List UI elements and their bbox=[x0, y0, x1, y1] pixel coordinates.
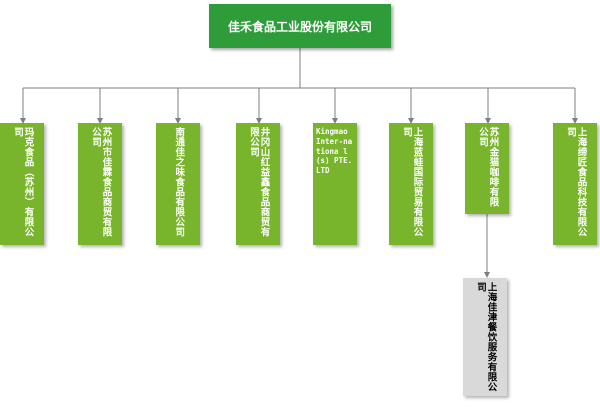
company-label: 井冈山红益鑫食品商贸有限公司 bbox=[248, 127, 270, 237]
company-node-1: 玛克食品（苏州）有限公司 bbox=[0, 123, 44, 245]
company-label: 南通佳之味食品有限公司 bbox=[173, 127, 185, 237]
company-label: 玛克食品（苏州）有限公司 bbox=[12, 127, 34, 237]
subsidiary-label: 上海佳津餐饮服务有限公司 bbox=[475, 282, 497, 392]
company-node-4: 井冈山红益鑫食品商贸有限公司 bbox=[236, 123, 280, 245]
company-node-7: 苏州金猫咖啡有限公司 bbox=[465, 123, 509, 214]
company-node-6: 上海蓝蛙国际贸易有限公司 bbox=[389, 123, 433, 245]
company-node-8: 上海缔匠食品科技有限公司 bbox=[553, 123, 597, 245]
company-node-3: 南通佳之味食品有限公司 bbox=[156, 123, 200, 245]
company-node-5: Kingmao Inter-nationa l(s) PTE.LTD bbox=[313, 123, 357, 245]
root-company-label: 佳禾食品工业股份有限公司 bbox=[227, 19, 372, 34]
company-label: 上海蓝蛙国际贸易有限公司 bbox=[401, 127, 423, 237]
company-label: 苏州金猫咖啡有限公司 bbox=[477, 127, 499, 207]
root-company-box: 佳禾食品工业股份有限公司 bbox=[209, 4, 391, 48]
company-label: Kingmao Inter-nationa l(s) PTE.LTD bbox=[316, 127, 353, 175]
company-label: 苏州市佳霖食品商贸有限公司 bbox=[90, 127, 112, 237]
subsidiary-node: 上海佳津餐饮服务有限公司 bbox=[463, 278, 507, 396]
company-node-2: 苏州市佳霖食品商贸有限公司 bbox=[78, 123, 122, 245]
company-label: 上海缔匠食品科技有限公司 bbox=[565, 127, 587, 237]
